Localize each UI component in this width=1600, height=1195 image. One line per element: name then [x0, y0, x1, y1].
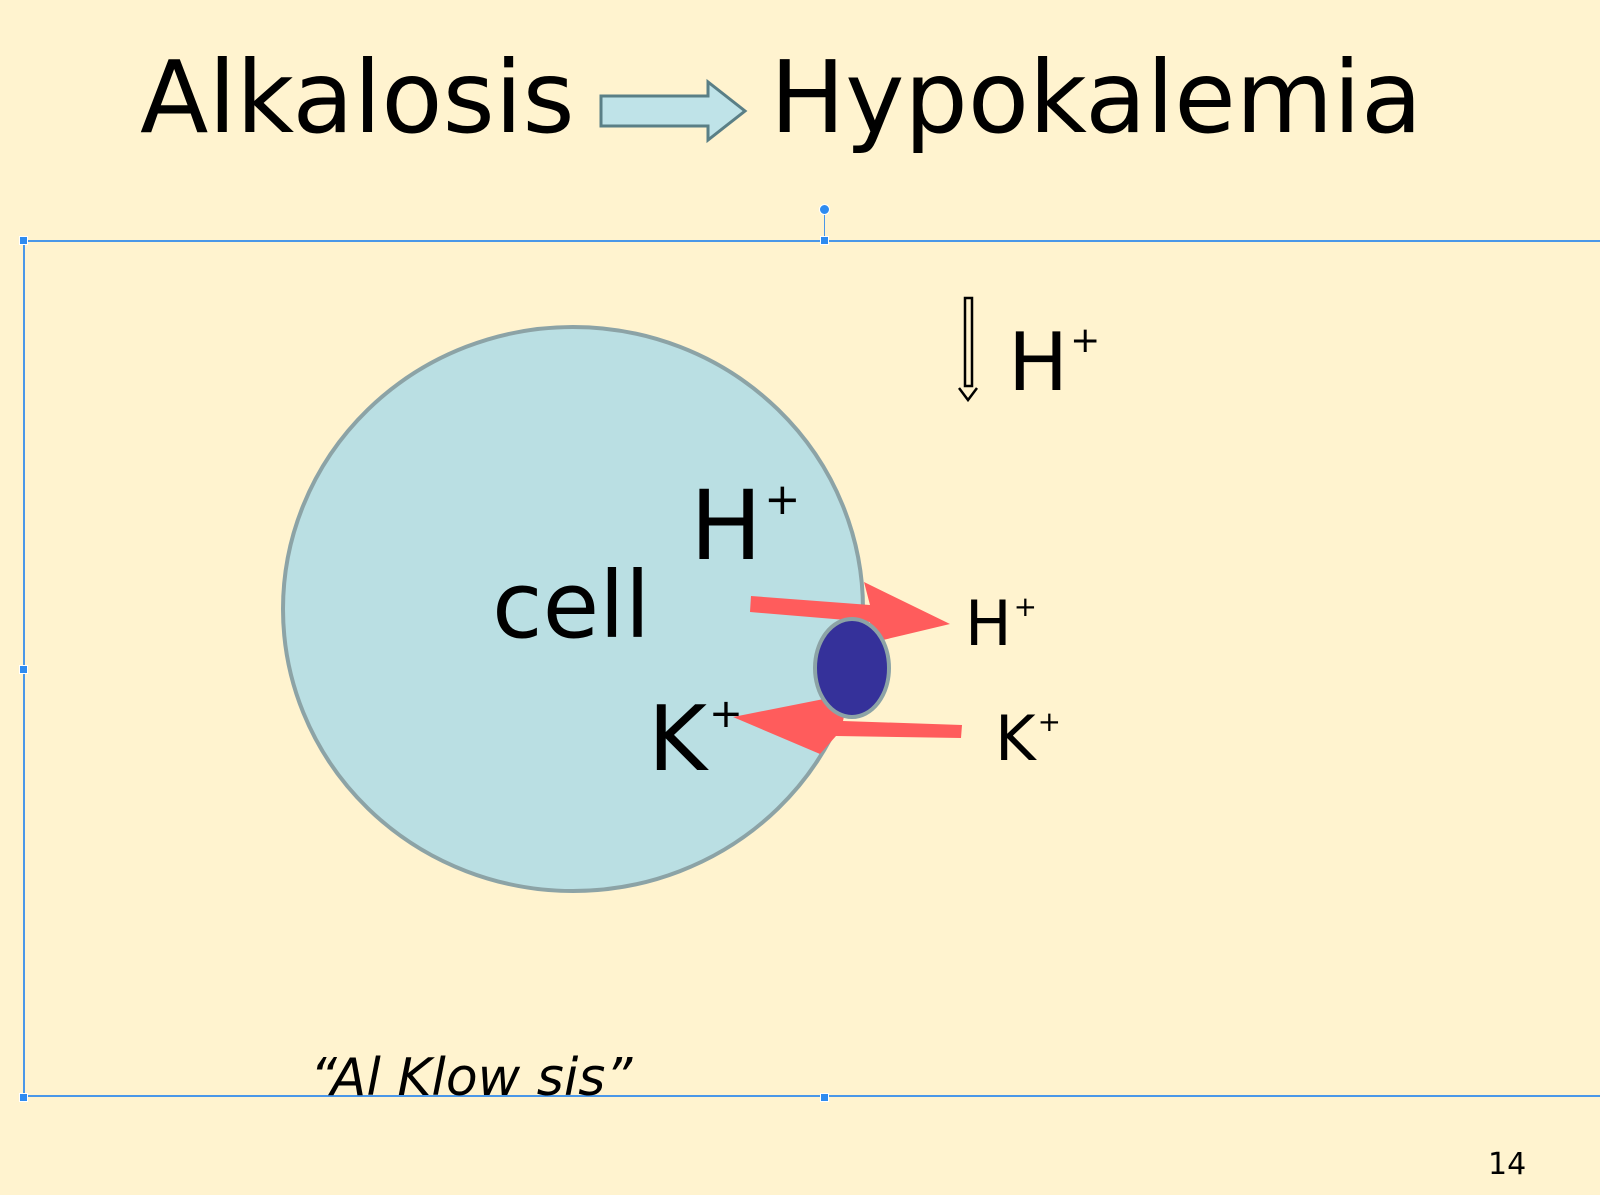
rotation-handle[interactable]	[819, 204, 830, 215]
outside-h-label: H+	[965, 587, 1037, 660]
title-arrow-icon	[599, 78, 748, 144]
decrease-arrow-icon	[958, 296, 978, 403]
resize-handle-top-middle[interactable]	[820, 236, 829, 245]
h-out-arrow[interactable]	[750, 582, 950, 645]
inside-k-label: K+	[648, 687, 743, 792]
inside-h-label: H+	[690, 470, 801, 582]
rotation-handle-stem	[824, 210, 825, 238]
resize-handle-bottom-left[interactable]	[19, 1093, 28, 1102]
pronunciation-caption: “Al Klow sis”	[310, 1048, 633, 1108]
page-number: 14	[1488, 1147, 1527, 1182]
title-hypokalemia: Hypokalemia	[770, 39, 1423, 156]
k-in-arrow[interactable]	[733, 694, 962, 754]
title-alkalosis: Alkalosis	[140, 39, 575, 156]
resize-handle-top-left[interactable]	[19, 236, 28, 245]
exchanger-protein[interactable]	[813, 617, 891, 719]
resize-handle-middle-left[interactable]	[19, 665, 28, 674]
cell-label: cell	[492, 552, 651, 659]
resize-handle-bottom-middle[interactable]	[820, 1093, 829, 1102]
outside-k-label: K+	[995, 702, 1062, 775]
outside-h-decrease-label: H+	[1008, 316, 1101, 409]
